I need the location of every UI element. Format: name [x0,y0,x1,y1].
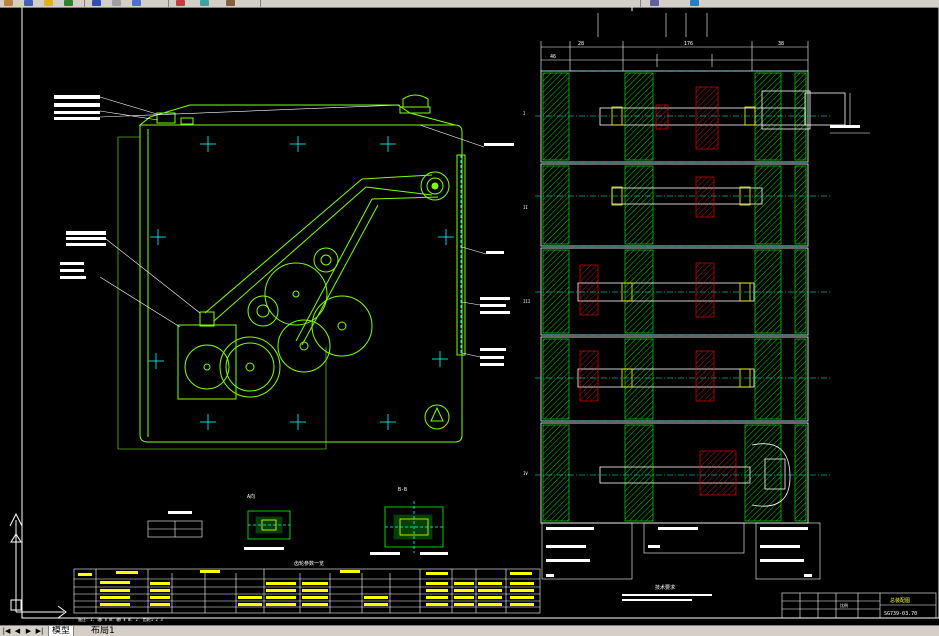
dim-top-3: 38 [778,41,784,47]
centerlines-left [148,136,454,430]
small-param-table [147,511,203,538]
last-tab-button[interactable]: ▶| [35,627,44,635]
cad-toolbar [0,0,939,8]
dim-top-0: 46 [550,54,556,60]
centerlines-right [535,70,830,476]
layout-tab-bar: |◀ ◀ ▶ ▶| 模型 布局1 [0,625,939,636]
toolbar-separator [168,0,169,7]
drawing-number: SG739-03.70 [884,611,917,617]
view-mark-3: III [523,299,531,304]
tech-req-title: 技术要求 [655,584,675,591]
ucs-icon [9,512,67,619]
tab-layout1[interactable]: 布局1 [91,626,115,636]
layer-icon[interactable] [200,0,209,6]
dimensions-left [117,136,327,450]
section-a-title: A向 [247,493,255,500]
zoom-window-icon[interactable] [132,0,141,6]
tab-model[interactable]: 模型 [48,626,75,636]
redo-icon[interactable] [64,0,73,6]
next-tab-button[interactable]: ▶ [25,627,32,635]
toolbar-separator [84,0,85,7]
labels-left [54,95,514,366]
pan-icon[interactable] [92,0,101,6]
view-mark-1: I [523,111,526,116]
section-b-title: B-B [398,487,407,493]
properties-icon[interactable] [176,0,185,6]
section-walls [542,72,807,522]
match-icon[interactable] [226,0,235,6]
scale-label: 比例 [840,602,848,608]
panel-frames-bottom [541,522,821,580]
section-a [247,510,291,540]
gear-table [73,568,541,614]
cad-drawing[interactable]: A向 B-B 齿轮参数一览 [0,7,939,625]
gears-section [579,86,737,496]
dim-top-1: 28 [578,41,584,47]
toolbar-separator [260,0,261,7]
first-tab-button[interactable]: |◀ [2,627,11,635]
footnote: 备注：1. 轴Ⅰ Ⅱ Ⅲ：轴Ⅰ Ⅱ Ⅲ. 2. 齿轮1 2 3 [78,616,163,622]
drawing-canvas[interactable]: A向 B-B 齿轮参数一览 [0,7,939,625]
help-icon[interactable] [690,0,699,6]
section-b [384,501,444,553]
side-view [138,94,466,443]
prev-tab-button[interactable]: ◀ [14,627,21,635]
zoom-icon[interactable] [112,0,121,6]
title-block [781,592,937,619]
table-caption: 齿轮参数一览 [294,560,324,567]
gear-table-cells [78,570,534,606]
title-block-name: 总装配图 [890,597,910,604]
motor [751,443,791,507]
view-mark-4: IV [523,471,528,476]
dim-top-2: 176 [684,41,693,47]
save-icon[interactable] [24,0,33,6]
distance-icon[interactable] [650,0,659,6]
view-mark-2: II [523,205,528,210]
toolbar-separator [640,0,641,7]
dimensions-right [830,93,870,134]
undo-icon[interactable] [44,0,53,6]
labels-right [546,527,812,577]
leaders-left [99,96,487,358]
open-icon[interactable] [4,0,13,6]
top-dimensions [540,13,809,71]
